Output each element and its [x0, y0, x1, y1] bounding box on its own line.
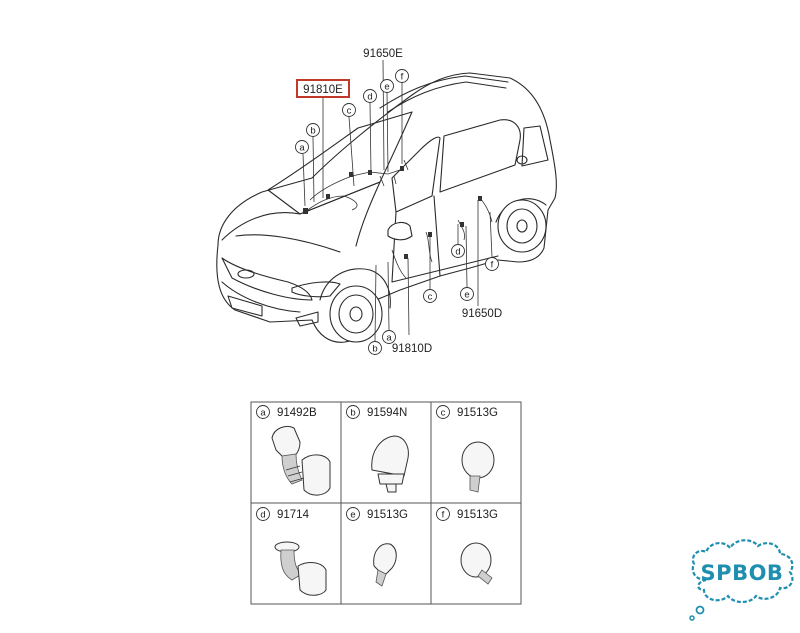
letter-callout-d-bottom: d: [451, 244, 465, 258]
side-mirror: [387, 221, 413, 241]
svg-text:e: e: [464, 290, 469, 301]
car-body-outline: [216, 72, 557, 343]
callout-91810D: 91810D: [392, 343, 432, 355]
svg-text:e: e: [350, 510, 355, 521]
rear-wheel: [495, 198, 547, 253]
clip-91513G-f-icon: [460, 542, 493, 585]
svg-text:c: c: [441, 408, 446, 419]
clip-91594N-icon: [371, 435, 409, 493]
svg-text:f: f: [442, 510, 445, 521]
front-side-window: [391, 136, 441, 213]
letter-callout-b-top: b: [306, 123, 320, 137]
svg-text:e: e: [384, 82, 389, 93]
svg-text:91594N: 91594N: [367, 407, 407, 419]
svg-text:b: b: [350, 408, 355, 419]
svg-text:c: c: [428, 292, 433, 303]
letter-callout-a-top: a: [295, 140, 309, 154]
watermark-text: SPBOB: [701, 561, 784, 585]
highlight-box: [296, 79, 350, 98]
letter-callout-e-top: e: [380, 79, 394, 93]
parts-cell-e: e 91513G: [346, 507, 408, 587]
svg-text:b: b: [372, 344, 377, 355]
letter-callout-f-top: f: [395, 69, 409, 83]
car-illustration: [216, 72, 557, 343]
svg-text:d: d: [260, 510, 265, 521]
parts-cell-c: c 91513G: [436, 405, 498, 493]
letter-callout-d-top: d: [363, 89, 377, 103]
svg-text:f: f: [491, 260, 494, 271]
grommet-91714-icon: [274, 541, 327, 596]
svg-text:d: d: [455, 247, 460, 258]
front-wheel: [319, 268, 391, 343]
callout-labels: 91810E 91650E 91810D 91650D a b c d e f: [295, 48, 502, 355]
windshield: [267, 111, 413, 215]
clip-91513G-c-icon: [461, 441, 495, 493]
svg-text:91513G: 91513G: [457, 509, 498, 521]
letter-callout-a-bottom: a: [382, 330, 396, 344]
letter-callout-c-top: c: [342, 103, 356, 117]
svg-text:b: b: [310, 126, 315, 137]
svg-text:a: a: [386, 333, 392, 344]
rear-side-window: [439, 119, 521, 193]
watermark-badge: SPBOB: [689, 539, 794, 621]
svg-text:91513G: 91513G: [367, 509, 408, 521]
svg-text:91714: 91714: [277, 509, 310, 521]
parts-table: a 91492B b 91594N c 91513G: [250, 401, 522, 605]
parts-cell-b: b 91594N: [346, 405, 409, 493]
letter-callout-c-bottom: c: [423, 289, 437, 303]
callout-91650E: 91650E: [363, 48, 403, 60]
letter-callout-e-bottom: e: [460, 287, 474, 301]
front-grille: [221, 257, 313, 301]
svg-text:d: d: [367, 92, 372, 103]
letter-callout-f-bottom: f: [485, 257, 499, 271]
parts-cell-d: d 91714: [256, 507, 327, 596]
svg-text:91492B: 91492B: [277, 407, 317, 419]
svg-text:a: a: [299, 143, 305, 154]
svg-text:91513G: 91513G: [457, 407, 498, 419]
svg-text:c: c: [347, 106, 352, 117]
parts-cell-a: a 91492B: [256, 405, 331, 496]
svg-text:f: f: [401, 72, 404, 83]
parts-cell-f: f 91513G: [436, 507, 498, 585]
wiring-harness: [303, 159, 493, 279]
callout-leaders: [302, 59, 493, 342]
callout-91810E: 91810E: [303, 84, 343, 96]
callout-91650D: 91650D: [462, 308, 502, 320]
svg-text:a: a: [260, 408, 266, 419]
grommet-91492B-icon: [271, 425, 331, 496]
clip-91513G-e-icon: [373, 543, 397, 587]
letter-callout-b-bottom: b: [368, 341, 382, 355]
